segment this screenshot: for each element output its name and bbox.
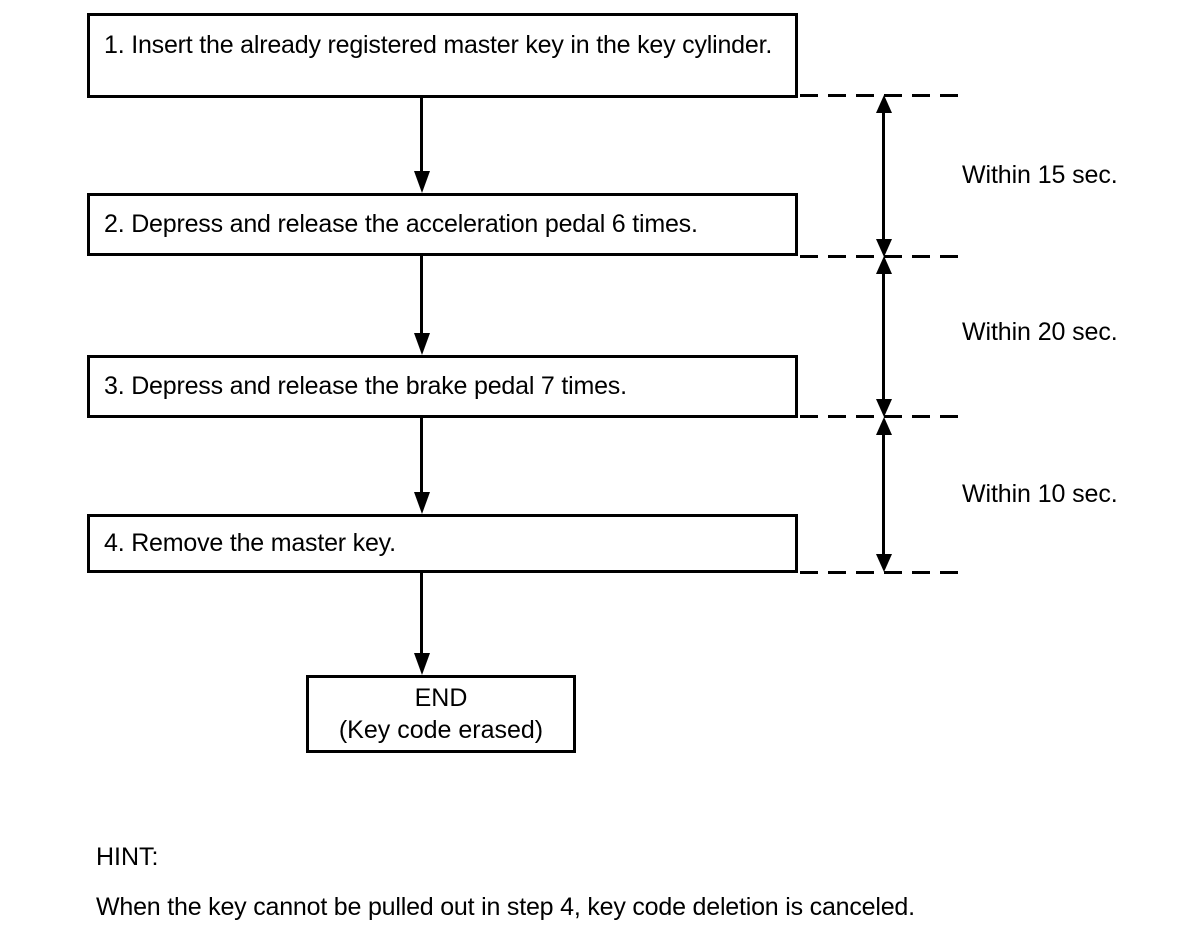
timing-leader-line-bottom (800, 571, 960, 574)
flowchart-step-3: 3. Depress and release the brake pedal 7… (87, 355, 798, 418)
arrowhead-down-icon (414, 333, 430, 355)
timing-arrow-shaft (882, 262, 885, 411)
arrowhead-down-icon (414, 171, 430, 193)
connector-arrow-step1-to-step2 (414, 97, 430, 193)
flowchart-step-2: 2. Depress and release the acceleration … (87, 193, 798, 256)
arrowhead-down-icon (876, 239, 892, 257)
timing-arrow-15-sec (876, 95, 892, 257)
hint-title: HINT: (96, 843, 159, 871)
connector-arrow-step3-to-step4 (414, 418, 430, 514)
arrowhead-down-icon (876, 399, 892, 417)
step-3-label: 3. Depress and release the brake pedal 7… (104, 371, 627, 400)
step-4-label: 4. Remove the master key. (104, 528, 396, 557)
connector-arrow-step2-to-step3 (414, 256, 430, 355)
timing-label-10-sec: Within 10 sec. (962, 480, 1118, 508)
end-sublabel: (Key code erased) (338, 716, 544, 744)
flowchart-end-terminator: END (Key code erased) (306, 675, 576, 753)
arrowhead-down-icon (414, 492, 430, 514)
connector-arrow-step4-to-end (414, 573, 430, 675)
connector-shaft (420, 573, 423, 653)
timing-arrow-20-sec (876, 256, 892, 417)
connector-shaft (420, 97, 423, 171)
hint-body: When the key cannot be pulled out in ste… (96, 893, 915, 921)
timing-arrow-shaft (882, 101, 885, 251)
connector-shaft (420, 256, 423, 333)
flowchart-step-1: 1. Insert the already registered master … (87, 13, 798, 98)
arrowhead-down-icon (876, 554, 892, 572)
flowchart-step-4: 4. Remove the master key. (87, 514, 798, 573)
arrowhead-down-icon (414, 653, 430, 675)
connector-shaft (420, 418, 423, 492)
timing-arrow-10-sec (876, 417, 892, 572)
step-1-label: 1. Insert the already registered master … (104, 31, 773, 59)
timing-label-20-sec: Within 20 sec. (962, 318, 1118, 346)
timing-label-15-sec: Within 15 sec. (962, 161, 1118, 189)
end-label: END (414, 684, 468, 712)
step-2-label: 2. Depress and release the acceleration … (104, 209, 698, 238)
timing-arrow-shaft (882, 423, 885, 566)
